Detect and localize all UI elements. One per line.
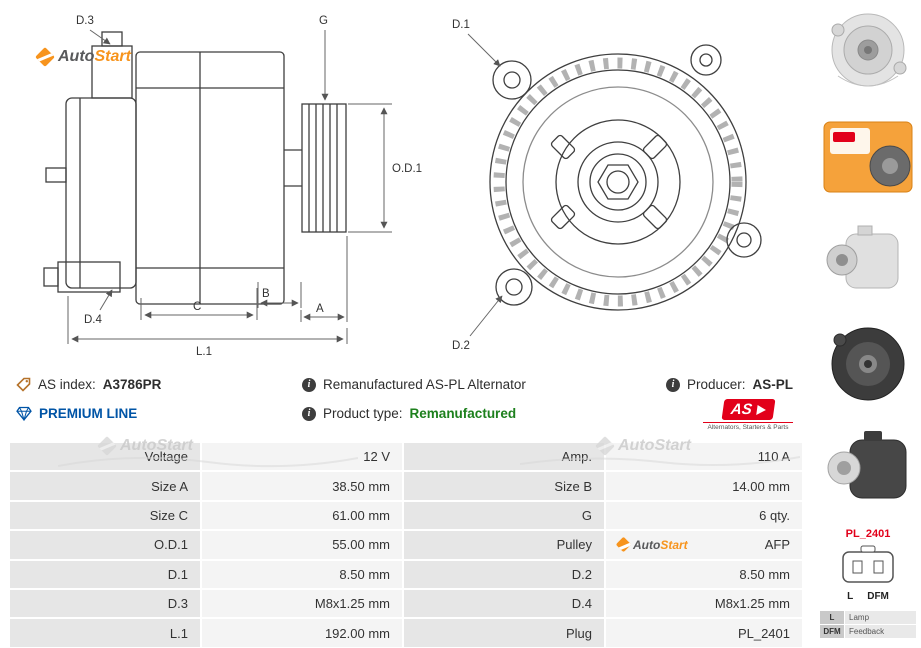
- producer: i Producer: AS-PL: [666, 377, 793, 392]
- spec-value-d3: M8x1.25 mm: [202, 589, 402, 618]
- dim-label-d1: D.1: [452, 19, 470, 31]
- producer-value: AS-PL: [752, 377, 794, 392]
- plug-code: PL_2401: [845, 528, 891, 540]
- autostart-diamond-icon: [35, 47, 55, 67]
- dim-label-b: B: [262, 288, 270, 300]
- diamond-gem-icon: [16, 406, 32, 421]
- spec-label-size-b: Size B: [404, 472, 604, 500]
- product-photo-2[interactable]: [816, 106, 920, 206]
- spec-value-size-c: 61.00 mm: [202, 501, 402, 530]
- spec-value-d4: M8x1.25 mm: [606, 589, 802, 618]
- legend-key: L: [820, 611, 844, 624]
- spec-value-size-b: 14.00 mm: [606, 472, 802, 500]
- brand-text-auto: Auto: [58, 48, 95, 65]
- spec-value-plug: PL_2401: [606, 619, 802, 647]
- dim-label-g: G: [319, 15, 328, 27]
- plug-pin-labels: L DFM: [847, 591, 889, 602]
- side-view-outline: [43, 31, 347, 305]
- spec-label-voltage: Voltage: [10, 443, 200, 471]
- spec-label-d4: D.4: [404, 589, 604, 618]
- spec-label-size-a: Size A: [10, 472, 200, 500]
- aspl-logo-tagline: Alternators, Starters & Parts: [703, 422, 793, 431]
- autostart-diamond-icon: [615, 537, 632, 553]
- plug-pin-l: L: [847, 591, 854, 602]
- spec-value-l1: 192.00 mm: [202, 619, 402, 647]
- legend-desc: Lamp: [845, 611, 916, 624]
- legend-row: DFM Feedback: [820, 625, 916, 638]
- dim-label-d4: D.4: [84, 314, 103, 326]
- aspl-arrow-icon: [755, 404, 767, 415]
- product-type: i Product type: Remanufactured: [302, 406, 516, 421]
- as-index: AS index: A3786PR: [16, 377, 161, 392]
- spec-value-d2: 8.50 mm: [606, 560, 802, 588]
- spec-label-od1: O.D.1: [10, 531, 200, 559]
- spec-table: Voltage 12 V Amp. 110 A Size A 38.50 mm …: [10, 443, 802, 647]
- producer-label: Producer:: [687, 377, 746, 392]
- aspl-logo-mark: AS: [721, 399, 775, 420]
- premium-line-label: PREMIUM LINE: [39, 406, 138, 421]
- product-type-value: Remanufactured: [409, 406, 517, 421]
- plug-connector-icon: [842, 545, 894, 583]
- premium-line-badge: PREMIUM LINE: [16, 406, 137, 421]
- spec-label-d3: D.3: [10, 589, 200, 618]
- as-index-value: A3786PR: [102, 377, 162, 392]
- side-view-dimensions: [67, 29, 392, 344]
- technical-drawing: D.3 G O.D.1 C B A L.1 D.4 D.1 D.2: [43, 15, 762, 358]
- product-photo-3[interactable]: [816, 210, 920, 310]
- aspl-logo: AS Alternators, Starters & Parts: [703, 399, 793, 431]
- aspl-logo-text: AS: [729, 401, 753, 418]
- product-gallery: PL_2401 L DFM L Lamp DFM Feedback: [816, 2, 920, 638]
- spec-label-d2: D.2: [404, 560, 604, 588]
- dim-label-d3: D.3: [76, 15, 94, 27]
- as-index-label: AS index:: [38, 377, 96, 392]
- legend-row: L Lamp: [820, 611, 916, 624]
- legend-key: DFM: [820, 625, 844, 638]
- spec-value-g: 6 qty.: [606, 501, 802, 530]
- dim-label-a: A: [316, 303, 324, 315]
- product-photo-5[interactable]: [816, 418, 920, 518]
- front-view-dimensions: [467, 33, 503, 337]
- brand-text-start: Start: [660, 537, 688, 552]
- spec-label-amp: Amp.: [404, 443, 604, 471]
- brand-text-start: Start: [94, 48, 131, 65]
- spec-value-od1: 55.00 mm: [202, 531, 402, 559]
- dim-label-c: C: [193, 301, 201, 313]
- front-view-outline: [489, 44, 762, 311]
- plug-legend: L Lamp DFM Feedback: [820, 611, 916, 638]
- info-icon: i: [666, 377, 680, 392]
- dim-label-od1: O.D.1: [392, 163, 422, 175]
- tag-icon: [16, 377, 31, 392]
- spec-label-pulley: Pulley: [404, 531, 604, 559]
- autostart-watermark-logo: AutoStart: [615, 537, 688, 553]
- dim-label-d2: D.2: [452, 340, 470, 352]
- product-title: i Remanufactured AS-PL Alternator: [302, 377, 526, 392]
- plug-pin-dfm: DFM: [867, 591, 889, 602]
- spec-value-d1: 8.50 mm: [202, 560, 402, 588]
- spec-label-d1: D.1: [10, 560, 200, 588]
- spec-label-plug: Plug: [404, 619, 604, 647]
- info-icon: i: [302, 406, 316, 421]
- brand-text-auto: Auto: [633, 537, 661, 552]
- autostart-logo: AutoStart: [35, 47, 131, 67]
- spec-value-voltage: 12 V: [202, 443, 402, 471]
- product-photo-4[interactable]: [816, 314, 920, 414]
- spec-value-size-a: 38.50 mm: [202, 472, 402, 500]
- product-photo-1[interactable]: [816, 2, 920, 102]
- legend-desc: Feedback: [845, 625, 916, 638]
- info-icon: i: [302, 377, 316, 392]
- pulley-value-text: AFP: [764, 537, 790, 553]
- spec-value-pulley: AutoStart AFP: [606, 531, 802, 559]
- spec-label-l1: L.1: [10, 619, 200, 647]
- product-title-text: Remanufactured AS-PL Alternator: [323, 377, 526, 392]
- dim-label-l1: L.1: [196, 346, 212, 358]
- spec-label-g: G: [404, 501, 604, 530]
- product-type-label: Product type:: [323, 406, 403, 421]
- spec-value-amp: 110 A: [606, 443, 802, 471]
- spec-label-size-c: Size C: [10, 501, 200, 530]
